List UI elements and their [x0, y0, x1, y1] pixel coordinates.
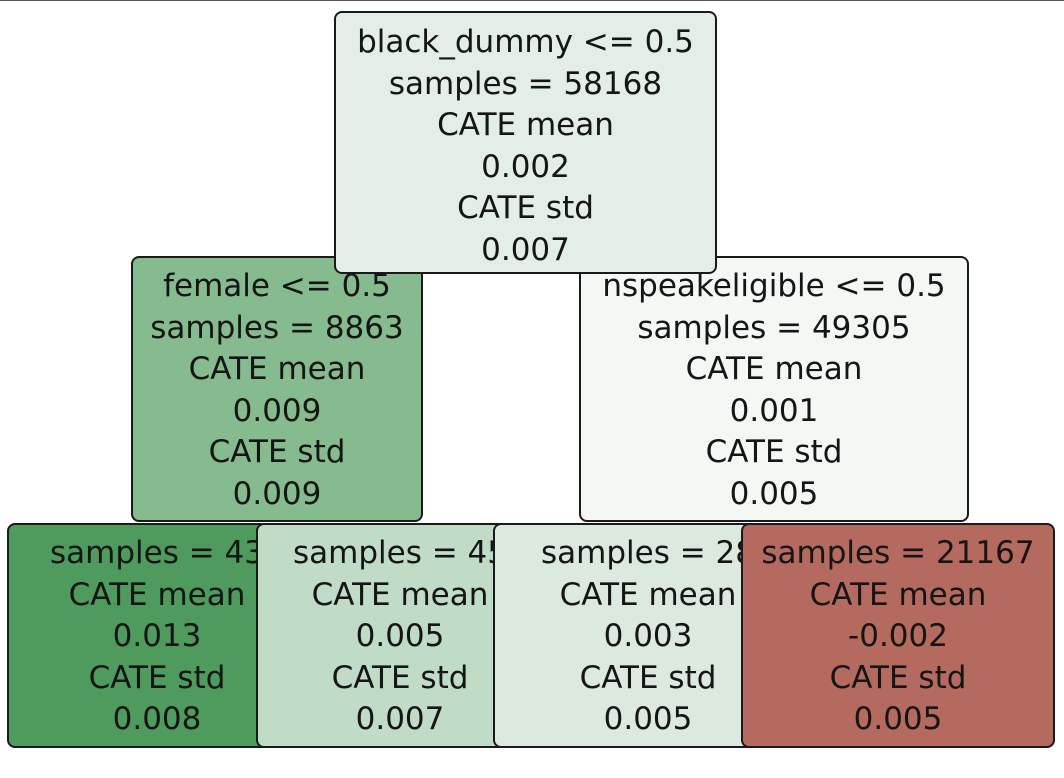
node-cate-std-value: 0.005 — [729, 475, 819, 512]
figure-top-border — [0, 0, 1064, 1]
node-split-rule: nspeakeligible <= 0.5 — [602, 268, 946, 304]
tree-node-right: nspeakeligible <= 0.5 samples = 49305 CA… — [579, 256, 969, 522]
node-cate-mean-label: CATE mean — [437, 107, 614, 143]
node-cate-std-label: CATE std — [829, 659, 967, 696]
node-cate-std-label: CATE std — [208, 434, 346, 470]
node-cate-std-value: 0.009 — [232, 475, 322, 512]
node-cate-std-label: CATE std — [705, 434, 843, 470]
node-cate-mean-value: 0.002 — [481, 148, 570, 185]
node-cate-std-label: CATE std — [457, 190, 594, 226]
node-cate-std-value: 0.005 — [603, 701, 693, 737]
node-samples: samples = 43 — [50, 535, 264, 571]
tree-leaf-right-right: samples = 21167 CATE mean -0.002 CATE st… — [741, 523, 1055, 748]
node-samples: samples = 58168 — [388, 65, 663, 102]
node-cate-mean-value: 0.003 — [603, 618, 693, 654]
node-cate-mean-value: 0.001 — [729, 392, 819, 429]
node-cate-mean-label: CATE mean — [188, 351, 366, 387]
node-cate-std-label: CATE std — [579, 659, 717, 696]
node-samples: samples = 28 — [541, 535, 755, 571]
node-cate-std-label: CATE std — [88, 659, 226, 696]
node-cate-mean-label: CATE mean — [311, 576, 489, 613]
node-samples: samples = 8863 — [150, 309, 404, 346]
node-cate-mean-label: CATE mean — [809, 576, 987, 613]
node-cate-std-value: 0.007 — [355, 701, 445, 737]
node-cate-std-value: 0.008 — [112, 701, 202, 737]
node-samples: samples = 45 — [293, 535, 507, 571]
node-cate-mean-value: 0.005 — [355, 618, 445, 654]
tree-node-left: female <= 0.5 samples = 8863 CATE mean 0… — [131, 256, 423, 522]
node-cate-mean-label: CATE mean — [559, 576, 737, 613]
node-split-rule: female <= 0.5 — [163, 268, 391, 304]
tree-node-root: black_dummy <= 0.5 samples = 58168 CATE … — [334, 11, 717, 274]
node-samples: samples = 49305 — [637, 309, 911, 346]
node-cate-mean-value: -0.002 — [848, 618, 948, 654]
node-split-rule: black_dummy <= 0.5 — [357, 24, 694, 60]
node-cate-mean-value: 0.009 — [232, 392, 322, 429]
node-cate-mean-label: CATE mean — [685, 351, 863, 387]
node-cate-mean-value: 0.013 — [112, 618, 202, 654]
node-samples: samples = 21167 — [761, 535, 1035, 571]
node-cate-std-value: 0.007 — [481, 231, 570, 268]
node-cate-std-label: CATE std — [331, 659, 469, 696]
node-cate-mean-label: CATE mean — [68, 576, 246, 613]
node-cate-std-value: 0.005 — [853, 701, 943, 737]
